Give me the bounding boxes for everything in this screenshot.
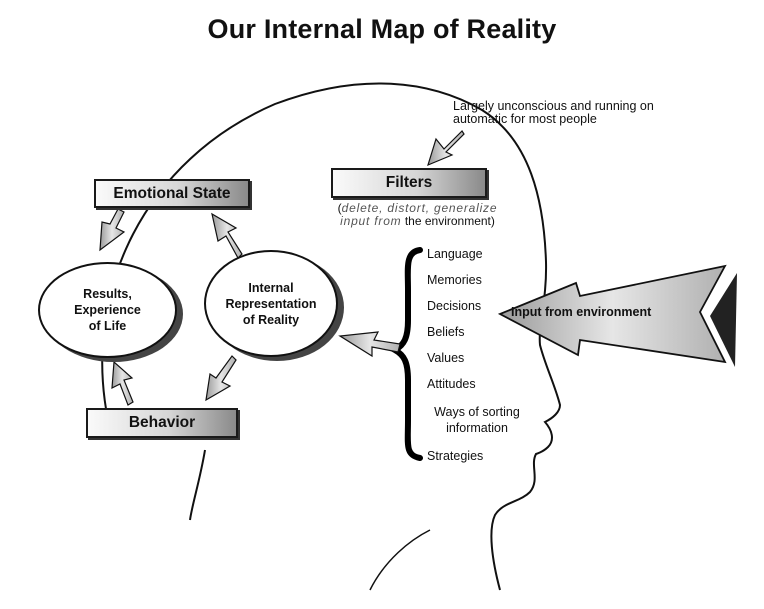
filters-note-italic: delete, distort, generalize input from [340,201,498,228]
filter-item-attitudes: Attitudes [427,377,476,391]
emotional-state-box: Emotional State [94,179,250,208]
behavior-label: Behavior [128,414,196,431]
results-ellipse: Results, Experience of Life [38,262,177,358]
note-to-filters-arrow [427,130,465,167]
filters-note-plain: the environment) [404,214,495,228]
internal-to-emotional-arrow [211,212,243,259]
filters-to-internal-arrow [338,331,401,358]
filter-item-language: Language [427,247,483,261]
neck-line [189,449,206,521]
results-label: Results, Experience of Life [74,287,141,333]
filters-note-open: ( [337,201,342,215]
behavior-box: Behavior [86,408,238,438]
internal-representation-ellipse: Internal Representation of Reality [204,250,338,357]
behavior-to-results-arrow [111,360,134,406]
internal-to-behavior-arrow [205,355,237,402]
filter-item-ways-of-sorting: Ways of sorting information [434,405,520,435]
filters-note: (delete, distort, generalize input from … [325,202,510,228]
filter-item-memories: Memories [427,273,482,287]
unconscious-note: Largely unconscious and running on autom… [453,99,654,126]
filters-box: Filters [331,168,487,198]
input-from-environment-label: Input from environment [511,305,652,319]
diagram-title: Our Internal Map of Reality [207,14,557,44]
internal-representation-label: Internal Representation of Reality [225,280,317,327]
lower-head-line [369,529,431,591]
filter-item-values: Values [427,351,465,365]
filters-label: Filters [385,174,433,191]
input-from-environment-arrow [497,264,737,367]
emotional-state-label: Emotional State [113,184,231,202]
filter-item-decisions: Decisions [427,299,482,313]
emotional-to-results-arrow [99,208,126,252]
filters-bracket [388,247,423,461]
head-outline [101,82,562,591]
filter-item-strategies: Strategies [427,449,484,463]
filter-item-beliefs: Beliefs [427,325,465,339]
